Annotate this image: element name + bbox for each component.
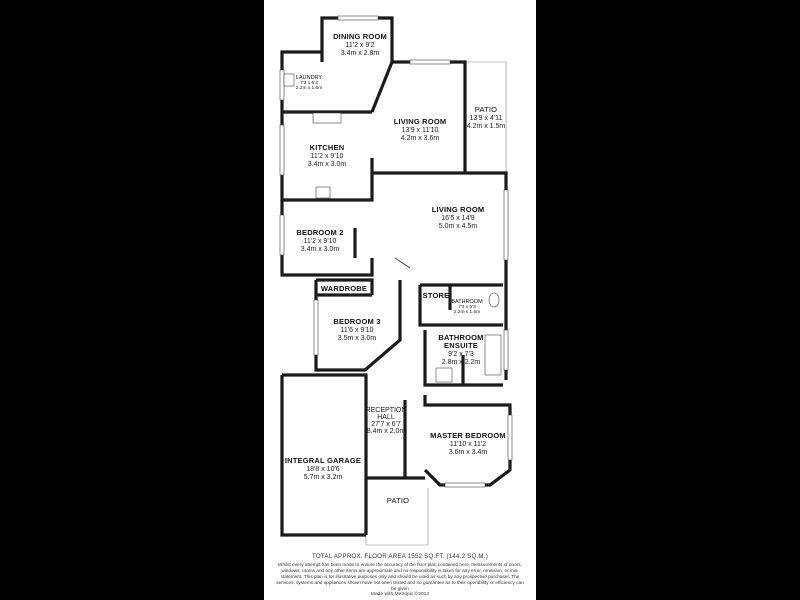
windows [279,15,513,488]
room-name: BATHROOM [438,333,483,342]
room-patio-1: PATIO 13'9 x 4'11 4.2m x 1.5m [467,105,506,130]
room-bedroom-3: BEDROOM 3 11'6 x 9'10 3.5m x 3.0m [333,317,380,342]
room-name: LIVING ROOM [432,205,485,214]
room-metric: 8.4m x 2.0m [367,428,406,435]
room-metric: 5.0m x 4.5m [439,223,478,230]
room-imperial: 11'6 x 9'10 [341,327,374,334]
room-imperial: 7'3 x 5'3 [458,304,476,310]
room-metric: 2.2m x 1.6m [454,309,480,315]
room-metric: 5.7m x 3.2m [304,474,343,481]
credit: Made with Metropix ©2012 [370,592,430,597]
room-name: MASTER BEDROOM [430,431,506,440]
room-laundry: LAUNDRY 7'3 x 5'3 2.2m x 1.6m [296,75,323,91]
room-imperial: 11'10 x 11'2 [450,441,486,448]
room-garage: INTEGRAL GARAGE 18'8 x 10'6 5.7m x 3.2m [285,456,361,481]
room-metric: 3.4m x 3.0m [308,161,347,168]
room-metric: 3.6m x 3.4m [449,449,488,456]
room-store: STORE [423,291,450,300]
room-name: WARDROBE [321,284,367,293]
room-metric: 4.2m x 1.5m [467,123,506,130]
room-living-2: LIVING ROOM 16'5 x 14'9 5.0m x 4.5m [432,205,485,230]
room-imperial: 9'2 x 7'3 [448,351,474,358]
room-name: DINING ROOM [333,32,387,41]
room-imperial: 27'7 x 6'7 [371,421,401,428]
room-bedroom-2: BEDROOM 2 11'2 x 9'10 3.4m x 3.0m [296,228,343,253]
room-imperial: 11'2 x 9'10 [304,238,337,245]
room-metric: 3.4m x 2.8m [341,50,380,57]
room-imperial: 18'8 x 10'6 [306,466,340,473]
room-patio-2: PATIO [387,496,409,505]
room-metric: 2.2m x 1.6m [296,85,322,91]
room-imperial: 11'2 x 9'10 [311,153,344,160]
room-name-2: HALL [377,414,395,421]
room-metric: 3.5m x 3.0m [338,335,377,342]
room-name-2: ENSUITE [444,341,478,350]
disclaimer: Whilst every attempt has been made to en… [276,562,524,591]
room-imperial: 11'2 x 9'2 [345,42,374,49]
room-imperial: 13'9 x 4'11 [470,115,503,122]
room-name: BATHROOM [451,299,483,305]
room-name: BEDROOM 3 [333,317,380,326]
room-reception: RECEPTION HALL 27'7 x 6'7 8.4m x 2.0m [366,407,407,435]
room-kitchen: KITCHEN 11'2 x 9'10 3.4m x 3.0m [308,143,347,168]
room-metric: 4.2m x 3.6m [401,135,440,142]
room-name: INTEGRAL GARAGE [285,456,361,465]
room-name: PATIO [387,496,409,505]
room-imperial: 16'5 x 14'9 [441,215,475,222]
room-name: BEDROOM 2 [296,228,343,237]
room-name: PATIO [475,105,497,114]
room-name: STORE [423,291,450,300]
room-imperial: 7'3 x 5'3 [300,80,318,86]
room-living-1: LIVING ROOM 13'9 x 11'10 4.2m x 3.6m [394,117,447,142]
room-ensuite: BATHROOM ENSUITE 9'2 x 7'3 2.8m x 2.2m [438,333,483,366]
room-name: RECEPTION [366,407,407,414]
room-name: LAUNDRY [296,75,323,81]
room-bathroom: BATHROOM 7'3 x 5'3 2.2m x 1.6m [451,299,483,315]
room-dining: DINING ROOM 11'2 x 9'2 3.4m x 2.8m [333,32,387,57]
fixtures [283,73,502,383]
room-wardrobe: WARDROBE [321,284,367,293]
room-master-bedroom: MASTER BEDROOM 11'10 x 11'2 3.6m x 3.4m [430,431,506,456]
room-metric: 3.4m x 3.0m [301,246,340,253]
room-metric: 2.8m x 2.2m [442,359,481,366]
room-imperial: 13'9 x 11'10 [402,127,439,134]
room-name: KITCHEN [310,143,345,152]
plan-footer: TOTAL APPROX. FLOOR AREA 1552 SQ.FT. (14… [276,553,524,597]
room-name: LIVING ROOM [394,117,447,126]
total-floor-area: TOTAL APPROX. FLOOR AREA 1552 SQ.FT. (14… [312,553,488,560]
